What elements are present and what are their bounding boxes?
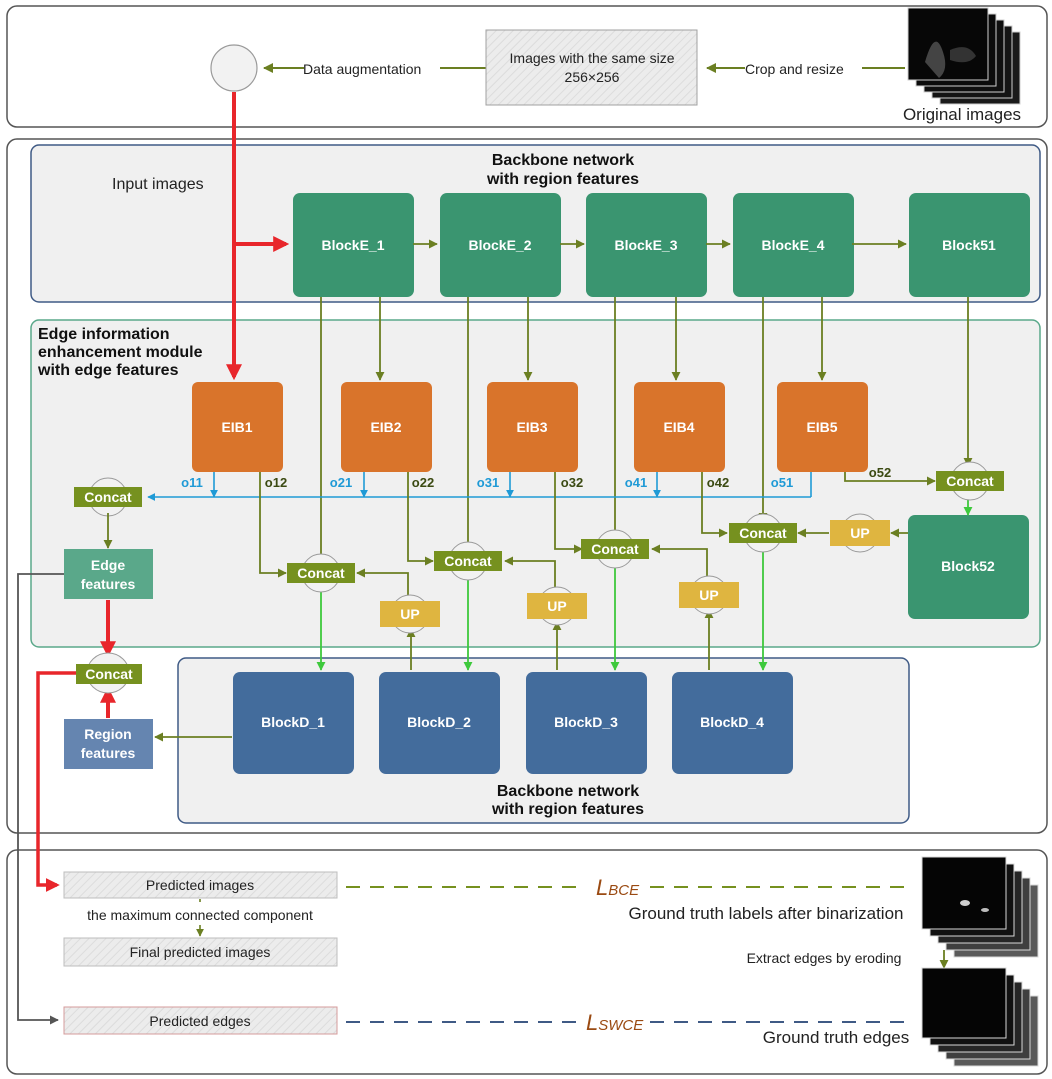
up-node-3: UP	[679, 575, 739, 615]
encoder-block-label: BlockE_2	[468, 237, 531, 253]
up-label: UP	[547, 598, 566, 614]
predicted-images-label: Predicted images	[146, 877, 254, 893]
loss-swce: LSWCE	[586, 1010, 644, 1035]
same-size-box	[485, 29, 698, 106]
eib-block-3: EIB3	[487, 382, 578, 472]
eib-block-1: EIB1	[192, 382, 283, 472]
concat-node-6: Concat	[936, 461, 1004, 501]
loss-bce: LBCE	[596, 875, 640, 900]
concat-label: Concat	[946, 473, 994, 489]
output-olive-label: o12	[265, 475, 287, 490]
edge-features-line2: features	[81, 576, 136, 592]
up-label: UP	[850, 525, 869, 541]
gt-edges-stack	[921, 967, 1039, 1067]
eib-block-label: EIB2	[370, 419, 401, 435]
same-size-line1: Images with the same size	[510, 50, 675, 66]
decoder-block-label: BlockD_2	[407, 714, 471, 730]
concat-node-2: Concat	[287, 553, 355, 593]
output-olive-label: o22	[412, 475, 434, 490]
extract-edges-label: Extract edges by eroding	[747, 950, 902, 966]
concat-label: Concat	[591, 541, 639, 557]
encoder-block-5: Block51	[909, 193, 1030, 297]
input-images-label: Input images	[112, 176, 204, 193]
eim-title-line2: enhancement module	[38, 344, 203, 361]
original-images-label: Original images	[903, 105, 1021, 124]
concat-node-final: Concat	[76, 652, 142, 694]
eib-block-label: EIB4	[663, 419, 694, 435]
encoder-title-line2: with region features	[486, 171, 639, 188]
max-connected-label: the maximum connected component	[87, 907, 313, 923]
output-olive-label: o52	[869, 465, 891, 480]
eim-title-line1: Edge information	[38, 326, 170, 343]
gt-labels-label: Ground truth labels after binarization	[629, 904, 904, 923]
eib-block-4: EIB4	[634, 382, 725, 472]
concat-label: Concat	[297, 565, 345, 581]
up-node-1: UP	[380, 594, 440, 634]
up-label: UP	[400, 606, 419, 622]
block52: Block52	[908, 515, 1029, 619]
up-label: UP	[699, 587, 718, 603]
same-size-line2: 256×256	[565, 69, 620, 85]
concat-label: Concat	[85, 666, 133, 682]
encoder-block-2: BlockE_2	[440, 193, 561, 297]
crop-resize-label: Crop and resize	[745, 61, 844, 77]
concat-node-5: Concat	[729, 513, 797, 553]
up-node-4: UP	[830, 513, 890, 553]
data-augmentation-label: Data augmentation	[303, 61, 421, 77]
eib-block-label: EIB3	[516, 419, 547, 435]
concat-label: Concat	[444, 553, 492, 569]
eib-block-5: EIB5	[777, 382, 868, 472]
eib-block-label: EIB1	[221, 419, 252, 435]
output-blue-label: o11	[181, 475, 203, 490]
concat-node-3: Concat	[434, 541, 502, 581]
gt-labels-stack	[921, 856, 1039, 958]
encoder-block-label: BlockE_1	[321, 237, 384, 253]
decoder-title-line1: Backbone network	[497, 783, 639, 800]
encoder-title-line1: Backbone network	[492, 152, 634, 169]
block52-label: Block52	[941, 558, 995, 574]
decoder-block-label: BlockD_1	[261, 714, 325, 730]
decoder-block-1: BlockD_1	[233, 672, 354, 774]
eib-block-label: EIB5	[806, 419, 837, 435]
region-features-line2: features	[81, 745, 136, 761]
original-images-stack	[907, 7, 1021, 105]
predicted-edges-box	[63, 1006, 338, 1035]
decoder-title-line2: with region features	[491, 801, 644, 818]
output-blue-label: o41	[625, 475, 647, 490]
input-node-circle	[210, 44, 258, 92]
encoder-block-label: BlockE_3	[614, 237, 677, 253]
concat-node-4: Concat	[581, 529, 649, 569]
output-olive-label: o32	[561, 475, 583, 490]
edge-features-box	[64, 549, 153, 599]
decoder-block-4: BlockD_4	[672, 672, 793, 774]
predicted-edges-label: Predicted edges	[149, 1013, 250, 1029]
concat-label: Concat	[739, 525, 787, 541]
final-predicted-box	[63, 937, 338, 967]
decoder-block-label: BlockD_3	[554, 714, 618, 730]
gt-edges-label: Ground truth edges	[763, 1028, 909, 1047]
eim-title-line3: with edge features	[37, 362, 179, 379]
final-predicted-label: Final predicted images	[130, 944, 271, 960]
output-olive-label: o42	[707, 475, 729, 490]
concat-node-1: Concat	[74, 477, 142, 517]
output-blue-label: o21	[330, 475, 352, 490]
encoder-block-3: BlockE_3	[586, 193, 707, 297]
encoder-block-1: BlockE_1	[293, 193, 414, 297]
output-blue-label: o31	[477, 475, 499, 490]
encoder-block-label: Block51	[942, 237, 996, 253]
decoder-block-label: BlockD_4	[700, 714, 764, 730]
eib-block-2: EIB2	[341, 382, 432, 472]
decoder-block-2: BlockD_2	[379, 672, 500, 774]
edge-features-line1: Edge	[91, 557, 125, 573]
encoder-block-label: BlockE_4	[761, 237, 824, 253]
decoder-block-3: BlockD_3	[526, 672, 647, 774]
output-blue-label: o51	[771, 475, 793, 490]
region-features-line1: Region	[84, 726, 131, 742]
up-node-2: UP	[527, 586, 587, 626]
region-features-box	[64, 719, 153, 769]
predicted-images-box	[63, 871, 338, 899]
encoder-block-4: BlockE_4	[733, 193, 854, 297]
concat-label: Concat	[84, 489, 132, 505]
